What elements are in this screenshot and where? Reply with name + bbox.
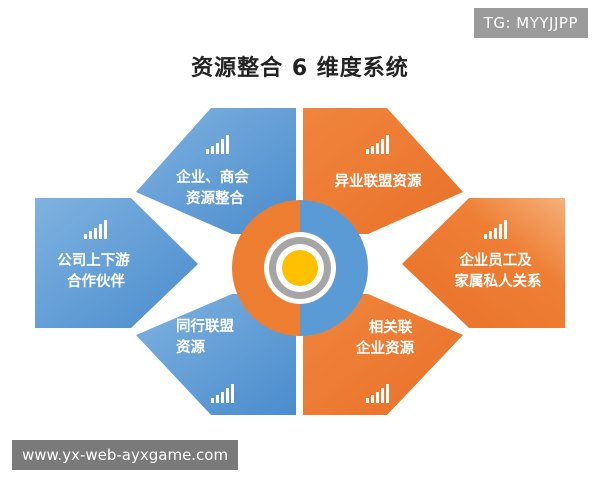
segment-top-right-label: 异业联盟资源 bbox=[335, 172, 422, 190]
center-core bbox=[282, 250, 318, 286]
segment-bottom-left-label: 同行联盟 资源 bbox=[176, 317, 239, 356]
segment-bottom-right: 相关联 企业资源 bbox=[303, 294, 463, 415]
segment-bottom-right-label: 相关联 企业资源 bbox=[355, 318, 417, 357]
segment-left-label: 公司上下游 合作伙伴 bbox=[57, 251, 135, 290]
segment-bottom-left: 同行联盟 资源 bbox=[136, 294, 296, 415]
signal-bars-icon bbox=[84, 220, 107, 239]
segment-right: 企业员工及 家属私人关系 bbox=[402, 198, 565, 328]
segment-top-right: 异业联盟资源 bbox=[303, 108, 463, 234]
segment-right-label: 企业员工及 家属私人关系 bbox=[455, 251, 542, 290]
signal-bars-icon bbox=[211, 384, 234, 403]
signal-bars-icon bbox=[366, 135, 389, 154]
tg-badge: TG: MYYJJPP bbox=[473, 8, 588, 38]
signal-bars-icon bbox=[484, 220, 507, 239]
page-title: 资源整合 6 维度系统 bbox=[191, 56, 409, 81]
center-hub bbox=[232, 200, 368, 336]
segment-top-left: 企业、商会 资源整合 bbox=[136, 108, 296, 234]
segment-left: 公司上下游 合作伙伴 bbox=[35, 198, 198, 328]
segment-top-left-label: 企业、商会 资源整合 bbox=[175, 168, 254, 207]
signal-bars-icon bbox=[206, 135, 229, 154]
signal-bars-icon bbox=[366, 384, 389, 403]
watermark: www.yx-web-ayxgame.com bbox=[12, 440, 239, 470]
